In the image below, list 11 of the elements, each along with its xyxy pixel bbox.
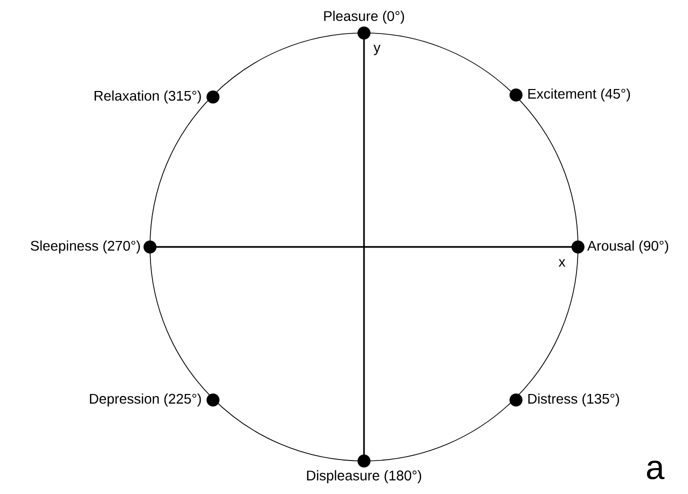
dot-label: Relaxation (315°) — [94, 90, 201, 104]
dot-label: Displeasure (180°) — [307, 470, 422, 484]
dot-label: Sleepiness (270°) — [30, 240, 140, 254]
dot-label: Depression (225°) — [90, 393, 201, 406]
panel-letter: a — [647, 460, 664, 480]
dot-label: Arousal (90°) — [587, 240, 668, 254]
axis-label: y — [374, 44, 380, 56]
dot-label: Excitement (45°) — [528, 88, 630, 102]
axis-label: x — [558, 259, 566, 267]
dot-label: Pleasure (0°) — [324, 10, 404, 24]
dot-label: Distress (135°) — [528, 393, 620, 406]
